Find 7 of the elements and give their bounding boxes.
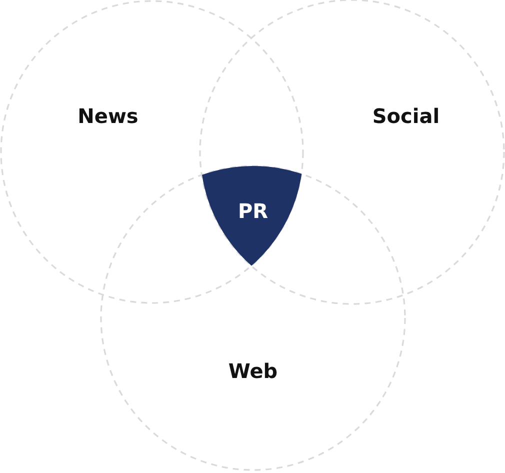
set-label: Web [228, 359, 278, 383]
set-label: Social [372, 104, 440, 128]
venn-circle [0, 0, 304, 304]
set-label: News [78, 104, 138, 128]
set-label: PR [238, 198, 268, 223]
venn-circle [100, 165, 406, 471]
intersection-region [202, 166, 302, 266]
